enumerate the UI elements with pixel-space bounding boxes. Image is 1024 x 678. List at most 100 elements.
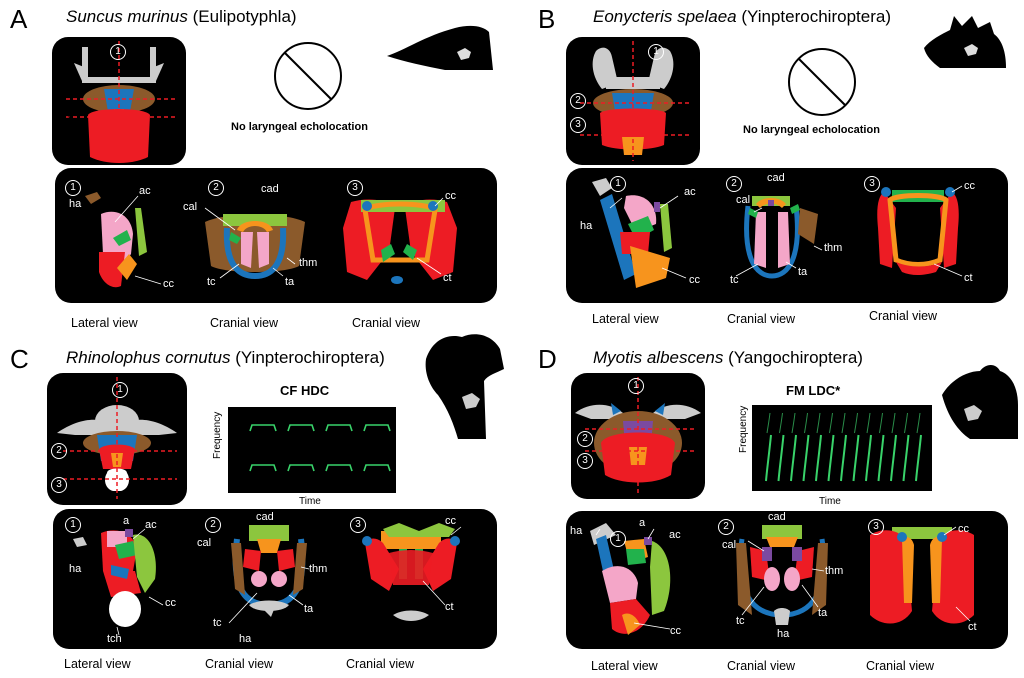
fm-call-trace: [840, 434, 847, 482]
label-tc: tc: [730, 274, 739, 286]
label-ac: ac: [145, 519, 157, 531]
circled-number-3: 3: [51, 477, 67, 493]
fm-harmonic-trace: [891, 412, 896, 434]
fm-harmonic-trace: [766, 412, 771, 434]
lateral-view-label: Lateral view: [591, 659, 658, 673]
panel-title: Myotis albescens (Yangochiroptera): [593, 348, 863, 368]
panel-title: Suncus murinus (Eulipotyphla): [66, 7, 297, 27]
circled-number-3: 3: [54, 111, 70, 127]
label-cad: cad: [767, 172, 785, 184]
y-axis-label: Frequency: [738, 405, 749, 453]
fm-harmonic-trace: [829, 412, 833, 434]
cf-call-trace: [325, 424, 353, 432]
shrew-head-silhouette: [387, 25, 493, 71]
label-cal: cal: [736, 194, 751, 206]
circled-number-3: 3: [350, 517, 366, 533]
fm-call-trace: [902, 434, 910, 482]
label-thm: thm: [299, 257, 318, 269]
larynx-3d-view: 1 2 3: [566, 37, 700, 165]
label-cad: cad: [261, 183, 279, 195]
label-thm: thm: [309, 563, 328, 575]
circled-number-3: 3: [577, 453, 593, 469]
larynx-3d-view: 1 2 3: [571, 373, 705, 499]
circled-number-2: 2: [718, 519, 734, 535]
cranial-view-label: Cranial view: [205, 657, 274, 671]
spectrogram: [228, 407, 396, 493]
species-name: Eonycteris spelaea: [593, 7, 737, 26]
no-echolocation-label: No laryngeal echolocation: [231, 121, 368, 133]
circled-number-2: 2: [726, 176, 742, 192]
fm-harmonic-trace: [804, 412, 808, 434]
fm-call-trace: [890, 434, 897, 482]
label-thm: thm: [824, 242, 843, 254]
spectrogram-title: FM LDC*: [786, 383, 841, 398]
cranial-view-label: Cranial view: [727, 659, 796, 673]
circled-number-2: 2: [54, 80, 70, 96]
circled-number-1: 1: [65, 180, 81, 196]
cranial-view-label: Cranial view: [346, 657, 415, 671]
horseshoe-bat-silhouette: [425, 334, 504, 439]
cf-call-trace: [249, 424, 277, 432]
myotis-bat-silhouette: [942, 365, 1018, 439]
panel-d: D Myotis albescens (Yangochiroptera) 1 2…: [512, 339, 1024, 678]
fm-call-trace: [815, 434, 822, 482]
larynx-3d-view: 1 2 3: [47, 373, 187, 505]
label-cc: cc: [165, 597, 176, 609]
fm-call-trace: [865, 434, 872, 482]
cartilage-views-box: 1 2 3 ha ac cc cad cal tc ta thm cc ct: [566, 168, 1008, 303]
fm-call-trace: [827, 434, 835, 482]
panel-a: A Suncus murinus (Eulipotyphla) 1 2 3 No…: [0, 0, 512, 339]
y-axis-label: Frequency: [212, 411, 223, 459]
cf-call-trace: [363, 424, 391, 432]
order-name: (Yinpterochiroptera): [741, 7, 891, 26]
circled-number-1: 1: [610, 176, 626, 192]
label-ta: ta: [304, 603, 314, 615]
label-tc: tc: [213, 617, 222, 629]
order-name: (Yinpterochiroptera): [235, 348, 385, 367]
circled-number-1: 1: [648, 44, 664, 60]
fm-harmonic-trace: [916, 412, 921, 434]
label-ta: ta: [798, 266, 808, 278]
label-cal: cal: [197, 537, 212, 549]
lateral-view-label: Lateral view: [64, 657, 131, 671]
circled-number-1: 1: [65, 517, 81, 533]
label-cal: cal: [183, 201, 198, 213]
label-cc: cc: [163, 278, 174, 290]
label-tch: tch: [107, 633, 122, 645]
label-ta: ta: [285, 276, 295, 288]
panel-title: Eonycteris spelaea (Yinpterochiroptera): [593, 7, 891, 27]
panel-b: B Eonycteris spelaea (Yinpterochiroptera…: [512, 0, 1024, 339]
label-tc: tc: [736, 615, 745, 627]
circled-number-1: 1: [628, 378, 644, 394]
panel-title: Rhinolophus cornutus (Yinpterochiroptera…: [66, 348, 385, 368]
label-cc: cc: [445, 190, 456, 202]
fm-harmonic-trace: [854, 412, 858, 434]
cranial-view-label: Cranial view: [866, 659, 935, 673]
label-cc: cc: [958, 523, 969, 535]
label-ct: ct: [445, 601, 454, 613]
cf-call-trace: [325, 464, 353, 472]
label-cc: cc: [964, 180, 975, 192]
fm-harmonic-trace: [866, 412, 871, 434]
cartilage-views-box: 1 2 3 ha ac cc cad cal tc ta thm cc ct: [55, 168, 497, 303]
no-echolocation-label: No laryngeal echolocation: [743, 124, 880, 136]
fm-harmonic-trace: [779, 412, 783, 434]
cranial-view-label: Cranial view: [869, 309, 938, 323]
fm-harmonic-trace: [904, 412, 908, 434]
label-ha: ha: [239, 633, 252, 645]
order-name: (Eulipotyphla): [192, 7, 297, 26]
x-axis-label: Time: [299, 496, 321, 507]
cartilage-views-box: 1 2 3 ha a ac cc tch cad cal thm tc ta h…: [53, 509, 497, 649]
circled-number-1: 1: [110, 44, 126, 60]
label-ct: ct: [443, 272, 452, 284]
x-axis-label: Time: [819, 496, 841, 507]
fm-call-trace: [777, 434, 785, 482]
circled-number-1: 1: [112, 382, 128, 398]
circled-number-3: 3: [868, 519, 884, 535]
species-name: Suncus murinus: [66, 7, 188, 26]
cf-call-trace: [287, 464, 315, 472]
circled-number-1: 1: [610, 531, 626, 547]
label-cc: cc: [670, 625, 681, 637]
label-cc: cc: [689, 274, 700, 286]
label-tc: tc: [207, 276, 216, 288]
